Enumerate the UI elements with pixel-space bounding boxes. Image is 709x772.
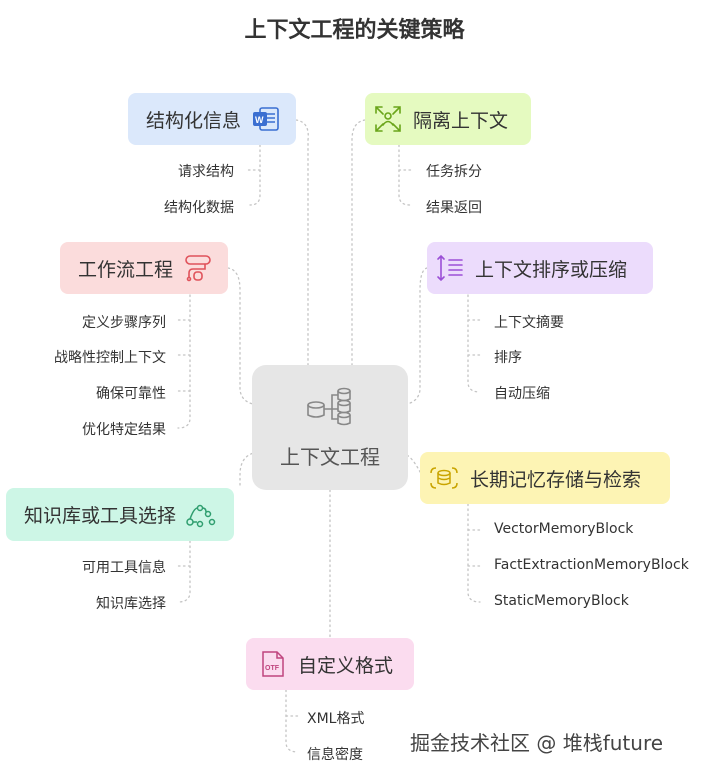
- leaf-workflow-3: 确保可靠性: [96, 386, 166, 402]
- node-label: 隔离上下文: [413, 109, 509, 132]
- leaf-structured-info-2: 结构化数据: [164, 200, 234, 216]
- watermark: 掘金技术社区 @ 堆栈future: [410, 731, 664, 755]
- center-node: 上下文工程: [252, 365, 408, 490]
- node-structured-info: 结构化信息 W: [128, 93, 296, 145]
- svg-text:OTF: OTF: [265, 665, 280, 672]
- leaf-sort-3: 自动压缩: [494, 386, 550, 402]
- svg-text:W: W: [255, 115, 264, 125]
- leaf-sort-1: 上下文摘要: [494, 315, 564, 331]
- diagram-title: 上下文工程的关键策略: [244, 18, 465, 43]
- node-knowledge-tools: 知识库或工具选择: [6, 488, 234, 541]
- leaf-format-1: XML格式: [307, 711, 365, 727]
- word-document-icon: W: [253, 107, 279, 131]
- otf-file-icon: OTF: [262, 651, 284, 677]
- node-label: 长期记忆存储与检索: [470, 468, 642, 491]
- database-stack-icon: [307, 387, 351, 426]
- expand-arrows-icon: [375, 106, 401, 132]
- leaf-memory-3: StaticMemoryBlock: [494, 593, 629, 609]
- node-label: 自定义格式: [298, 654, 394, 677]
- workflow-path-icon: [185, 255, 211, 282]
- node-sort-compress: 上下文排序或压缩: [427, 242, 653, 294]
- leaf-knowledge-2: 知识库选择: [96, 596, 166, 612]
- leaf-workflow-4: 优化特定结果: [82, 422, 166, 438]
- leaf-memory-1: VectorMemoryBlock: [494, 521, 634, 537]
- leaf-knowledge-1: 可用工具信息: [82, 560, 166, 576]
- leaf-sort-2: 排序: [494, 350, 522, 366]
- nodes-share-icon: [186, 504, 216, 527]
- center-label: 上下文工程: [280, 445, 380, 469]
- node-label: 结构化信息: [146, 109, 242, 132]
- sort-lines-icon: [437, 254, 463, 282]
- node-label: 工作流工程: [78, 258, 174, 281]
- leaf-isolate-2: 结果返回: [426, 200, 482, 216]
- leaf-memory-2: FactExtractionMemoryBlock: [494, 557, 689, 573]
- node-long-memory: 长期记忆存储与检索: [420, 452, 670, 504]
- node-label: 上下文排序或压缩: [475, 258, 628, 281]
- leaf-workflow-1: 定义步骤序列: [82, 315, 166, 331]
- node-isolate-context: 隔离上下文: [365, 93, 531, 145]
- node-custom-format: OTF 自定义格式: [246, 638, 414, 690]
- database-eye-icon: [430, 467, 458, 489]
- leaf-format-2: 信息密度: [307, 747, 363, 763]
- node-workflow: 工作流工程: [60, 242, 228, 294]
- node-label: 知识库或工具选择: [24, 505, 177, 527]
- leaf-workflow-2: 战略性控制上下文: [54, 350, 166, 366]
- leaf-structured-info-1: 请求结构: [178, 164, 234, 180]
- leaf-isolate-1: 任务拆分: [426, 164, 482, 180]
